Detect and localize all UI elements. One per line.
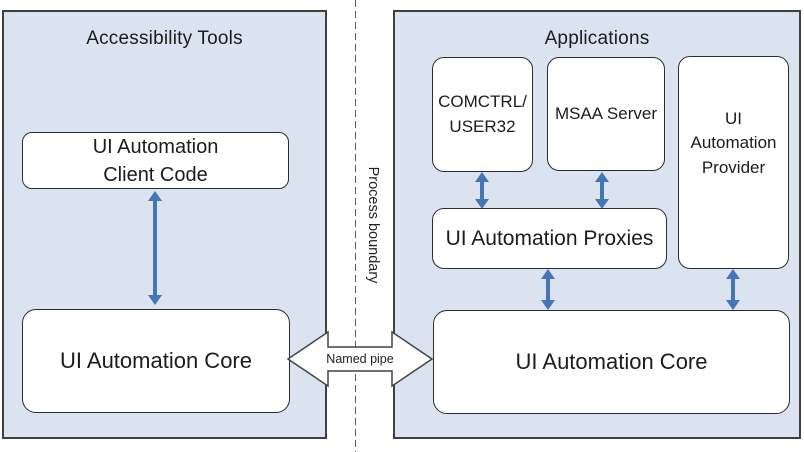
box-ui-automation-core-server: UI Automation Core xyxy=(433,310,790,414)
panel-accessibility-tools: Accessibility Tools UI Automation Client… xyxy=(2,10,327,439)
msaa-label: MSAA Server xyxy=(554,103,658,123)
comctrl-label: COMCTRL/ USER32 xyxy=(438,91,527,136)
process-boundary-label: Process boundary xyxy=(365,166,381,284)
named-pipe-arrow: Named pipe xyxy=(287,330,433,388)
core-server-label: UI Automation Core xyxy=(515,349,708,374)
arrow-shaft xyxy=(480,179,484,202)
process-boundary-line xyxy=(355,0,356,452)
named-pipe-label: Named pipe xyxy=(326,352,394,366)
client-code-label: UI Automation Client Code xyxy=(92,135,219,186)
accessibility-tools-title: Accessibility Tools xyxy=(86,28,243,49)
arrow-comctrl-to-proxies xyxy=(475,172,489,209)
proxies-label: UI Automation Proxies xyxy=(445,226,654,250)
box-ui-automation-provider: UI Automation Provider xyxy=(678,56,789,269)
box-ui-automation-client-code: UI Automation Client Code xyxy=(22,132,289,189)
core-client-label: UI Automation Core xyxy=(60,348,252,373)
arrow-shaft xyxy=(153,198,157,298)
panel-applications: Applications COMCTRL/ USER32 MSAA Server… xyxy=(393,10,801,439)
arrow-shaft xyxy=(731,276,735,303)
box-ui-automation-proxies: UI Automation Proxies xyxy=(432,208,667,269)
provider-label: UI Automation Provider xyxy=(690,108,777,177)
arrow-msaa-to-proxies xyxy=(595,172,609,209)
box-ui-automation-core-client: UI Automation Core xyxy=(22,309,290,413)
arrow-shaft xyxy=(600,179,604,202)
arrow-shaft xyxy=(546,276,550,303)
arrow-client-code-to-core xyxy=(148,191,162,305)
applications-title: Applications xyxy=(544,28,650,49)
arrow-proxies-to-core xyxy=(541,269,555,310)
named-pipe-arrow-shape xyxy=(287,330,433,388)
box-comctrl-user32: COMCTRL/ USER32 xyxy=(432,57,533,172)
box-msaa-server: MSAA Server xyxy=(547,57,665,171)
arrow-provider-to-core xyxy=(726,269,740,310)
